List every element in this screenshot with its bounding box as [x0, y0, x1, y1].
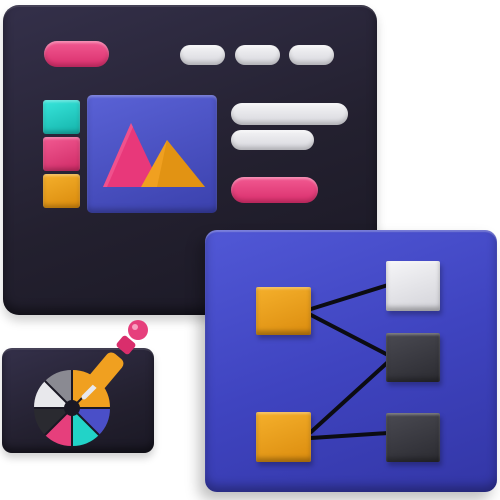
header-pill[interactable]	[44, 41, 109, 67]
sidebar-swatch-pink[interactable]	[43, 137, 80, 171]
text-line-1	[231, 103, 348, 125]
nav-pill-3[interactable]	[289, 45, 334, 65]
connector-bottom-to-bottom	[309, 431, 390, 440]
nav-pill-2[interactable]	[235, 45, 280, 65]
image-placeholder-card	[87, 95, 217, 213]
connector-top-to-top	[309, 283, 390, 311]
text-line-2	[231, 130, 314, 150]
flowchart-panel	[205, 230, 497, 492]
flow-node-target-top[interactable]	[386, 261, 440, 311]
mountains-image-icon	[103, 123, 205, 187]
sidebar-swatch-orange[interactable]	[43, 174, 80, 208]
connector-bottom-to-middle	[309, 360, 390, 434]
eyedropper-icon	[81, 320, 148, 400]
sidebar-swatch-teal[interactable]	[43, 100, 80, 134]
flow-node-target-bottom[interactable]	[386, 413, 440, 462]
flow-node-source-top[interactable]	[256, 287, 311, 335]
connector-top-to-middle	[309, 313, 390, 357]
cta-button[interactable]	[231, 177, 318, 203]
flow-node-target-middle[interactable]	[386, 333, 440, 382]
flow-node-source-bottom[interactable]	[256, 412, 311, 462]
nav-pill-1[interactable]	[180, 45, 225, 65]
